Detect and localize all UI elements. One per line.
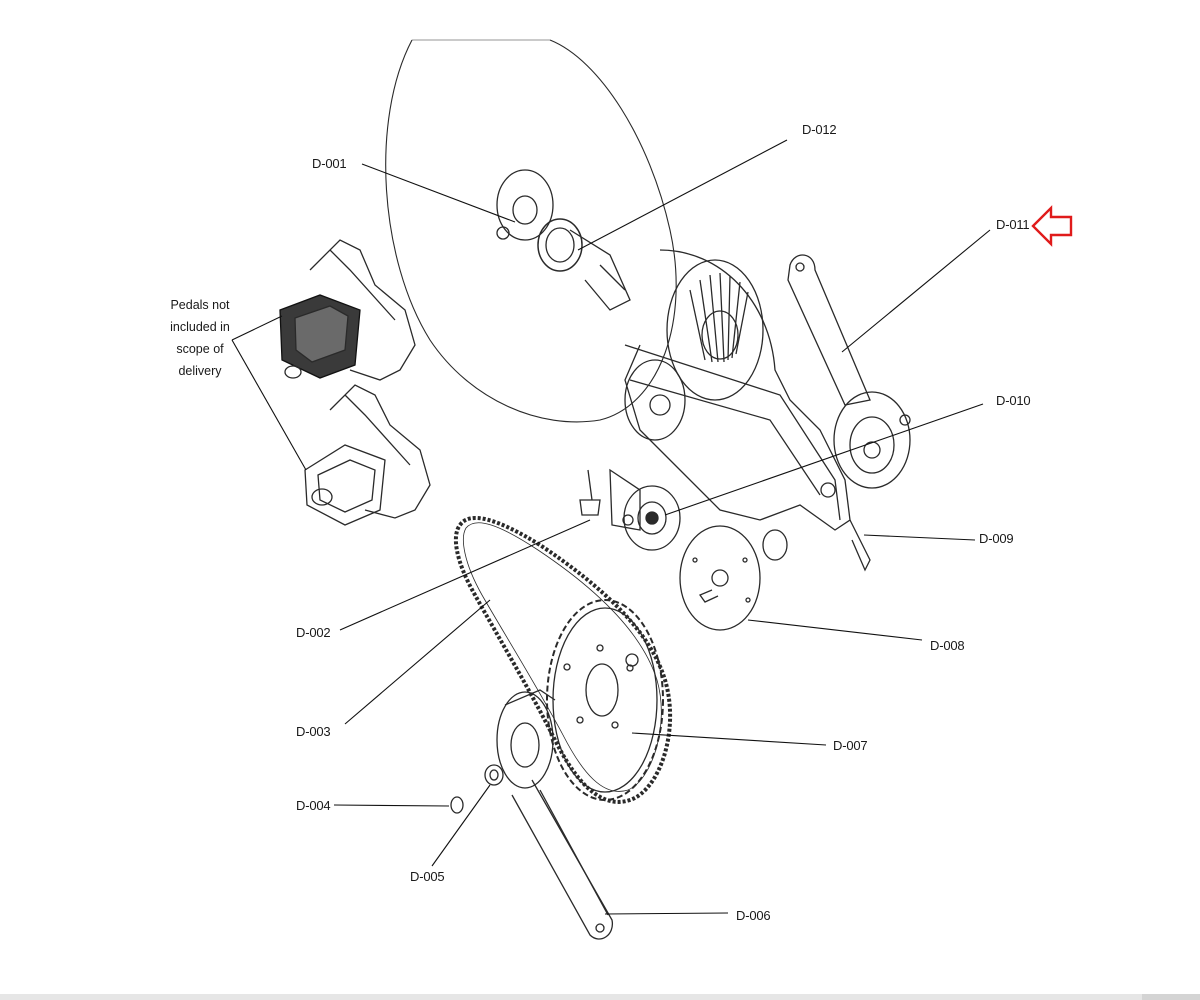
pedals-note-line-1: Pedals not [170,298,230,312]
label-d-002: D-002 [296,625,331,640]
pedal-upper [279,239,416,381]
label-d-009: D-009 [979,531,1014,546]
label-d-012: D-012 [802,122,837,137]
washer [484,764,504,786]
flywheel-disc [385,39,677,423]
tension-arm [787,254,911,489]
label-d-001: D-001 [312,156,347,171]
label-d-005: D-005 [410,869,445,884]
scrollbar-corner [1142,994,1200,1000]
drive-chain [453,515,673,804]
pedals-note-line-4: delivery [178,364,222,378]
label-d-004: D-004 [296,798,331,813]
label-d-011: D-011 [996,217,1030,232]
pedals-note: Pedals not included in scope of delivery [160,294,240,382]
idler-sprocket [579,468,681,551]
frame-housing [624,249,871,572]
label-d-007: D-007 [833,738,868,753]
retaining-ring [450,796,464,814]
leader-lines [231,139,991,915]
label-d-008: D-008 [930,638,965,653]
pedals-note-line-3: scope of [176,342,224,356]
flange-disc [679,525,788,631]
pedal-lower [304,384,431,526]
label-d-010: D-010 [996,393,1031,408]
label-d-006: D-006 [736,908,771,923]
hub-assembly [496,169,631,311]
crank-arm [496,689,613,940]
pedals-note-line-2: included in [170,320,230,334]
chainring [546,599,664,801]
hollow-left-arrow-icon [1031,205,1073,247]
label-d-003: D-003 [296,724,331,739]
horizontal-scrollbar-track[interactable] [0,994,1200,1000]
